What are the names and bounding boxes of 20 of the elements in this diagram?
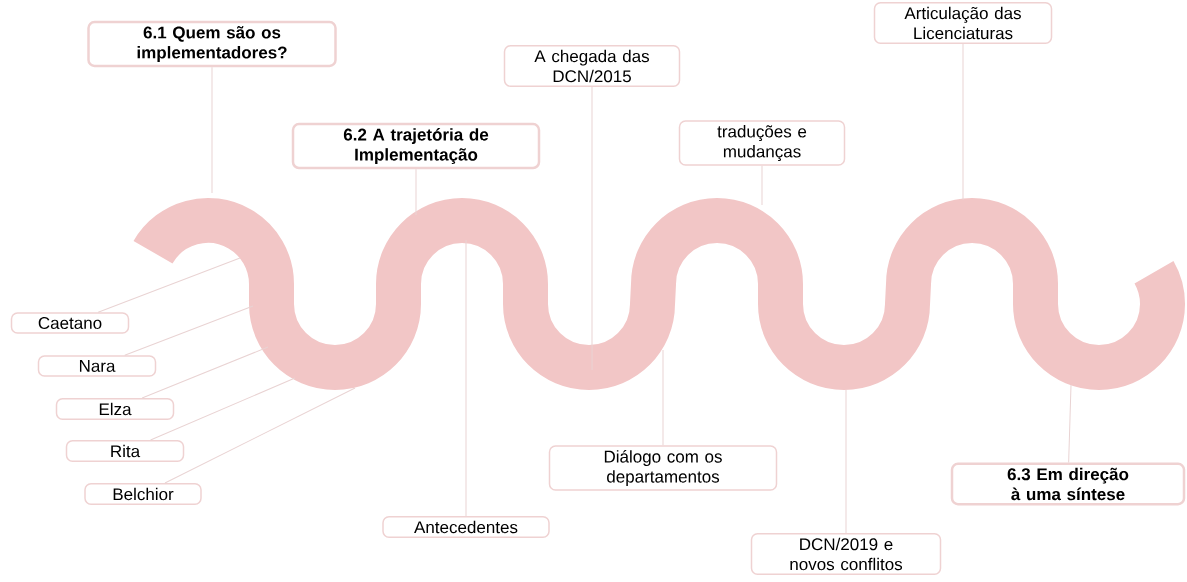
topic-box: Belchior bbox=[84, 483, 202, 505]
topic-box: Antecedentes bbox=[382, 516, 550, 538]
leader-line bbox=[150, 377, 296, 441]
section-box: 6.3 Em direção à uma síntese bbox=[950, 462, 1186, 506]
section-box: 6.2 A trajetória de Implementação bbox=[291, 122, 541, 170]
topic-box: Rita bbox=[65, 440, 185, 462]
leader-line bbox=[1068, 384, 1072, 463]
leader-line bbox=[124, 305, 254, 356]
leader-line bbox=[164, 387, 356, 484]
topic-box: traduções e mudanças bbox=[678, 120, 846, 166]
topic-box: Elza bbox=[55, 398, 175, 420]
topic-box: Diálogo com os departamentos bbox=[548, 445, 778, 491]
topic-box: Articulação das Licenciaturas bbox=[873, 2, 1053, 44]
topic-box: Caetano bbox=[10, 312, 130, 334]
leader-line bbox=[141, 346, 269, 399]
section-box: 6.1 Quem são os implementadores? bbox=[87, 20, 337, 68]
topic-box: Nara bbox=[37, 355, 157, 377]
topic-box: DCN/2019 e novos conflitos bbox=[750, 533, 942, 575]
topic-box: A chegada das DCN/2015 bbox=[503, 45, 681, 87]
leader-line bbox=[97, 257, 241, 313]
